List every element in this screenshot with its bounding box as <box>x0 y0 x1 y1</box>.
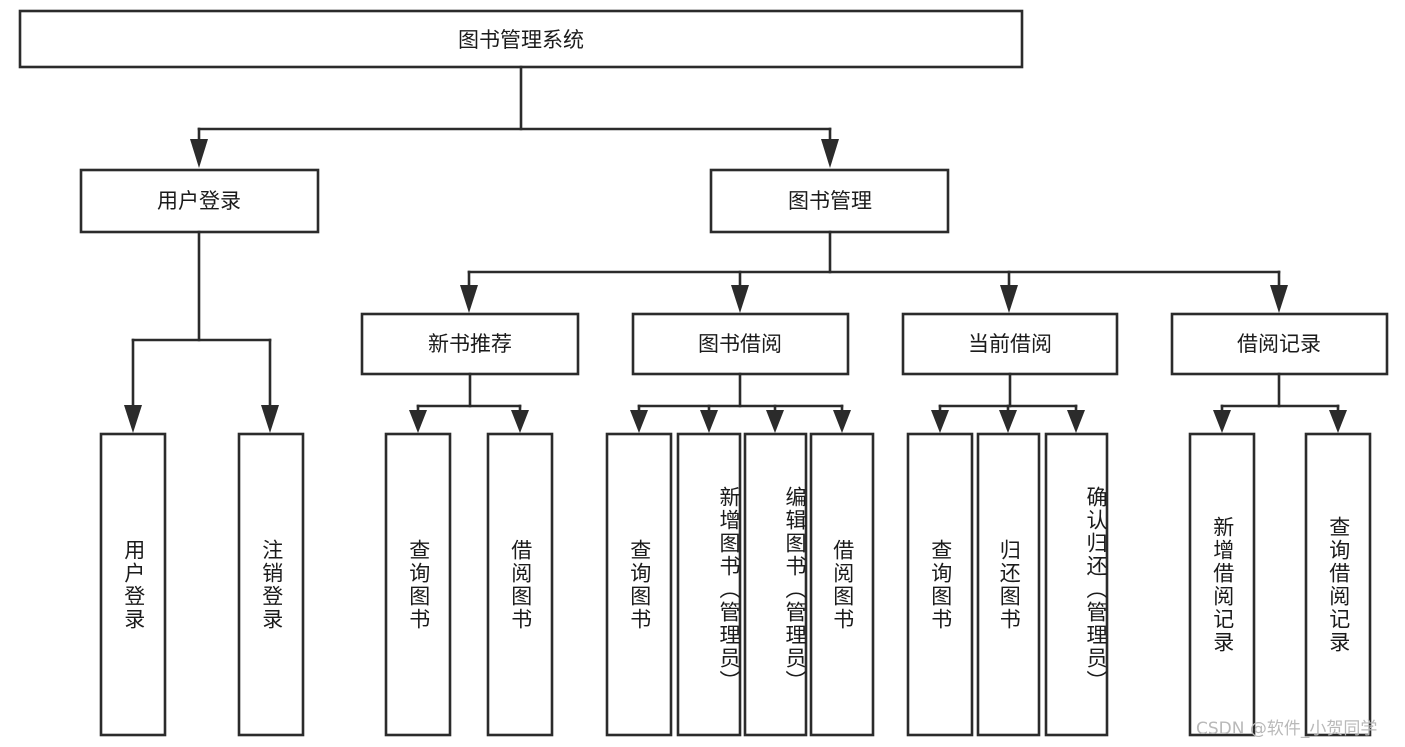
arrow-leaf-query-book-2 <box>630 410 648 433</box>
node-leaf-add-record[interactable] <box>1188 432 1256 737</box>
node-book-manage-label: 图书管理 <box>788 189 872 213</box>
node-leaf-add-book[interactable] <box>676 432 742 737</box>
arrow-book-borrow <box>731 285 749 313</box>
node-user-login-label: 用户登录 <box>157 189 241 213</box>
node-book-borrow-label: 图书借阅 <box>698 332 782 356</box>
node-book-borrow[interactable] <box>631 312 850 376</box>
arrow-leaf-borrow-book-2 <box>833 410 851 433</box>
node-current-borrow-label: 当前借阅 <box>968 332 1052 356</box>
node-leaf-query-book-1[interactable] <box>384 432 452 737</box>
node-book-manage[interactable] <box>709 168 950 234</box>
node-new-book-recommend-label: 新书推荐 <box>428 332 512 356</box>
node-borrow-record-label: 借阅记录 <box>1237 332 1321 356</box>
arrow-leaf-return-book <box>999 410 1017 433</box>
arrow-leaf-query-book-3 <box>931 410 949 433</box>
arrow-borrow-record <box>1270 285 1288 313</box>
node-leaf-edit-book[interactable] <box>743 432 808 737</box>
node-leaf-return-book[interactable] <box>976 432 1041 737</box>
node-leaf-logout-login[interactable] <box>237 432 305 737</box>
arrow-leaf-user-login <box>124 405 142 433</box>
arrow-leaf-borrow-book-1 <box>511 410 529 433</box>
node-root[interactable] <box>18 9 1024 69</box>
csdn-watermark: CSDN @软件_小贺同学 <box>1196 719 1378 739</box>
node-leaf-user-login[interactable] <box>99 432 167 737</box>
arrow-leaf-query-record <box>1329 410 1347 433</box>
node-leaf-confirm-return[interactable] <box>1044 432 1109 737</box>
node-borrow-record[interactable] <box>1170 312 1389 376</box>
node-leaf-borrow-book-1[interactable] <box>486 432 554 737</box>
arrow-current-borrow <box>1000 285 1018 313</box>
node-current-borrow[interactable] <box>901 312 1119 376</box>
node-leaf-query-record[interactable] <box>1304 432 1372 737</box>
node-leaf-query-book-2[interactable] <box>605 432 673 737</box>
arrow-leaf-logout-login <box>261 405 279 433</box>
node-leaf-borrow-book-2[interactable] <box>809 432 875 737</box>
node-root-label: 图书管理系统 <box>458 28 584 52</box>
arrow-new-book-recommend <box>460 285 478 313</box>
arrow-leaf-add-record <box>1213 410 1231 433</box>
arrow-leaf-confirm-return <box>1067 410 1085 433</box>
arrow-leaf-add-book <box>700 410 718 433</box>
arrow-leaf-edit-book <box>766 410 784 433</box>
node-new-book-recommend[interactable] <box>360 312 580 376</box>
arrow-to-user-login <box>190 139 208 168</box>
node-leaf-query-book-3[interactable] <box>906 432 974 737</box>
arrow-leaf-query-book-1 <box>409 410 427 433</box>
arrow-to-book-manage <box>821 139 839 168</box>
